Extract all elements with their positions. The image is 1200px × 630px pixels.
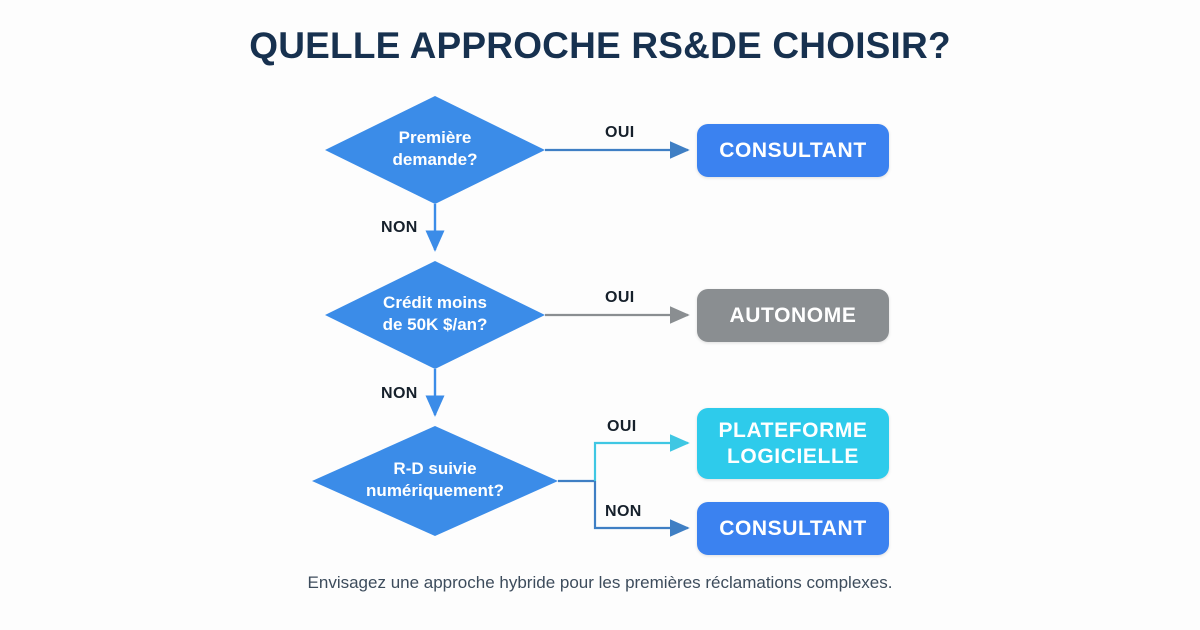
footer-note: Envisagez une approche hybride pour les … xyxy=(307,573,893,592)
edge-label-q1-non: NON xyxy=(381,219,418,236)
outcome-label: AUTONOME xyxy=(729,303,857,327)
edge-label-q2-non: NON xyxy=(381,385,418,402)
edge-label-q3-non: NON xyxy=(605,503,642,520)
outcome-box-consultant-1[interactable]: CONSULTANT xyxy=(697,124,889,177)
page-title: QUELLE APPROCHE RS&DE CHOISIR? xyxy=(249,25,951,66)
edge-label-q2-oui: OUI xyxy=(605,289,635,306)
edge-label-q3-oui: OUI xyxy=(607,418,637,435)
outcome-label-line1: PLATEFORME xyxy=(718,419,868,443)
decision-node-premiere-demande[interactable] xyxy=(325,96,545,204)
edge-label-q1-oui: OUI xyxy=(605,124,635,141)
outcome-label: CONSULTANT xyxy=(719,138,867,162)
outcome-label: CONSULTANT xyxy=(719,516,867,540)
outcome-box-plateforme-logicielle[interactable]: PLATEFORME LOGICIELLE xyxy=(697,408,889,479)
outcome-label-line2: LOGICIELLE xyxy=(727,444,859,468)
decision-node-credit-50k[interactable] xyxy=(325,261,545,369)
decision-node-rd-numerique[interactable] xyxy=(312,426,558,536)
outcome-box-autonome[interactable]: AUTONOME xyxy=(697,289,889,342)
edge-q3-non xyxy=(593,481,690,537)
edge-q3-oui xyxy=(593,434,690,481)
outcome-box-consultant-2[interactable]: CONSULTANT xyxy=(697,502,889,555)
